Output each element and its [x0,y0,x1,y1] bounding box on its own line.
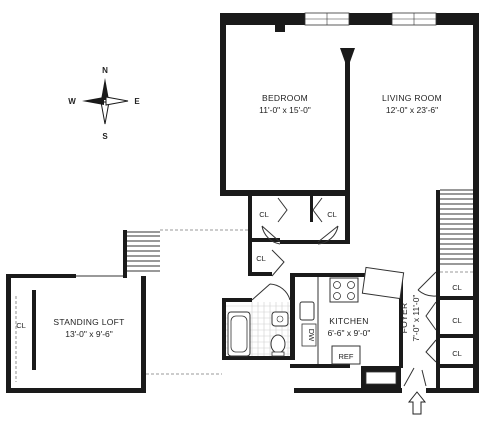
kitchen-counter [361,266,405,300]
room-name-kitchen: KITCHEN [329,316,368,326]
bathroom [226,302,290,357]
room-size-living-room: 12'-0" x 23'-6" [386,105,438,115]
dishwasher-label: DW [307,329,316,342]
closet-label-loft: CL [16,321,26,330]
room-name-standing-loft: STANDING LOFT [53,317,124,327]
bathtub [227,311,251,357]
door-living-room [317,225,339,245]
compass-south-point [100,101,110,125]
toilet [270,334,286,354]
compass-west-point [82,97,104,105]
door-bedroom [261,225,281,245]
door-bedroom-closet-left [277,197,288,223]
compass: N S E W [68,66,140,141]
compass-north-label: N [102,66,108,75]
room-name-foyer: FOYER [399,303,409,334]
room-name-bedroom: BEDROOM [262,93,308,103]
closet-label-hall: CL [256,254,266,263]
door-foyer-closet-2 [425,301,437,331]
door-foyer-closet-1 [417,271,437,297]
dishwasher [301,323,317,347]
door-hall-closet [271,249,285,277]
closet-label-foyer-3: CL [452,349,462,358]
room-name-living-room: LIVING ROOM [382,93,442,103]
door-entrance [403,367,427,387]
entrance-arrow [407,391,427,415]
loft-overlook-lines [15,229,248,382]
kitchen-fixtures: DW REF [299,266,405,365]
closet-label-foyer-2: CL [452,316,462,325]
compass-east-point [105,96,129,106]
compass-north-point [101,78,109,100]
room-labels: BEDROOM 11'-0" x 15'-0" LIVING ROOM 12'-… [53,93,442,342]
compass-west-label: W [68,97,76,106]
door-bedroom-closet-right [312,197,323,223]
compass-east-label: E [134,97,140,106]
interior-walls [220,48,476,388]
room-size-kitchen: 6'-6" x 9'-0" [328,328,371,338]
closet-label-bedroom-right: CL [327,210,337,219]
compass-south-label: S [102,132,108,141]
room-size-foyer: 7'-0" x 11'-0" [411,295,421,342]
room-size-standing-loft: 13'-0" x 9'-6" [65,329,113,339]
door-bath [251,283,291,301]
room-size-bedroom: 11'-0" x 15'-0" [259,105,311,115]
kitchen-sink [299,301,315,321]
stairs-loft [76,231,160,277]
door-foyer-closet-3 [425,339,437,363]
refrigerator [331,345,361,365]
refrigerator-label: REF [339,352,354,361]
closet-label-bedroom-left: CL [259,210,269,219]
bath-sink [271,311,289,327]
closet-label-foyer-1: CL [452,283,462,292]
closet-labels: CL CL CL CL CL CL CL [16,210,462,358]
doors [251,197,437,387]
exterior-walls [6,12,479,393]
stairs-right [440,189,473,273]
